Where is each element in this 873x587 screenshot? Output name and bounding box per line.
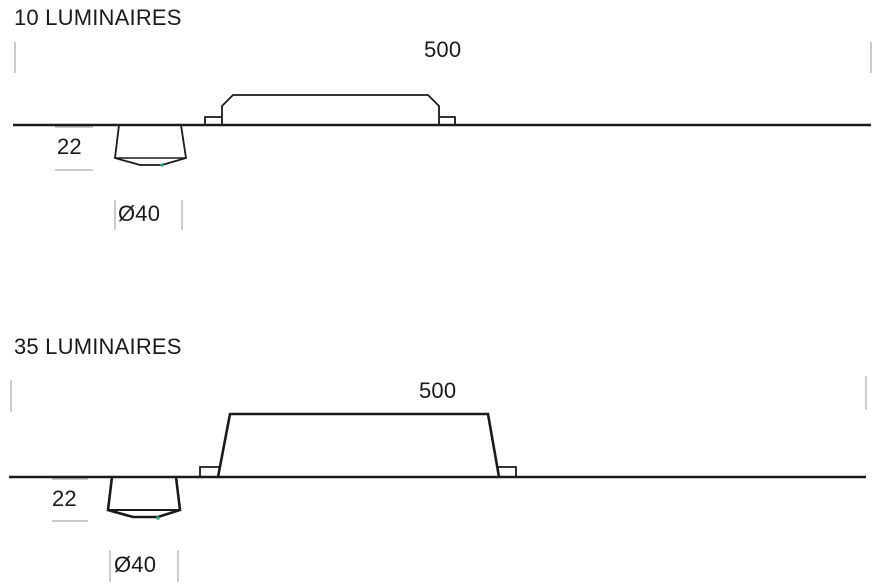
- diagram-10-luminaires: [13, 42, 872, 230]
- length-label: 500: [419, 378, 457, 403]
- length-label: 500: [424, 37, 462, 62]
- driver-right-flange: [498, 466, 517, 477]
- luminaire-body: [114, 124, 188, 166]
- height-label: 22: [52, 486, 77, 511]
- diagram-title: 10 LUMINAIRES: [14, 5, 182, 30]
- luminaire-body: [106, 476, 182, 519]
- driver-housing: [216, 412, 501, 478]
- diagram-35-luminaires: [9, 376, 867, 582]
- diagram-title: 35 LUMINAIRES: [14, 334, 182, 359]
- driver-left-flange: [199, 466, 219, 477]
- height-label: 22: [57, 134, 82, 159]
- led-dot: [156, 516, 160, 520]
- driver-right-flange: [439, 116, 456, 125]
- diameter-label: Ø40: [118, 201, 161, 226]
- driver-housing: [221, 94, 440, 125]
- diameter-label: Ø40: [114, 552, 157, 577]
- led-dot: [160, 163, 164, 167]
- driver-left-flange: [204, 116, 222, 125]
